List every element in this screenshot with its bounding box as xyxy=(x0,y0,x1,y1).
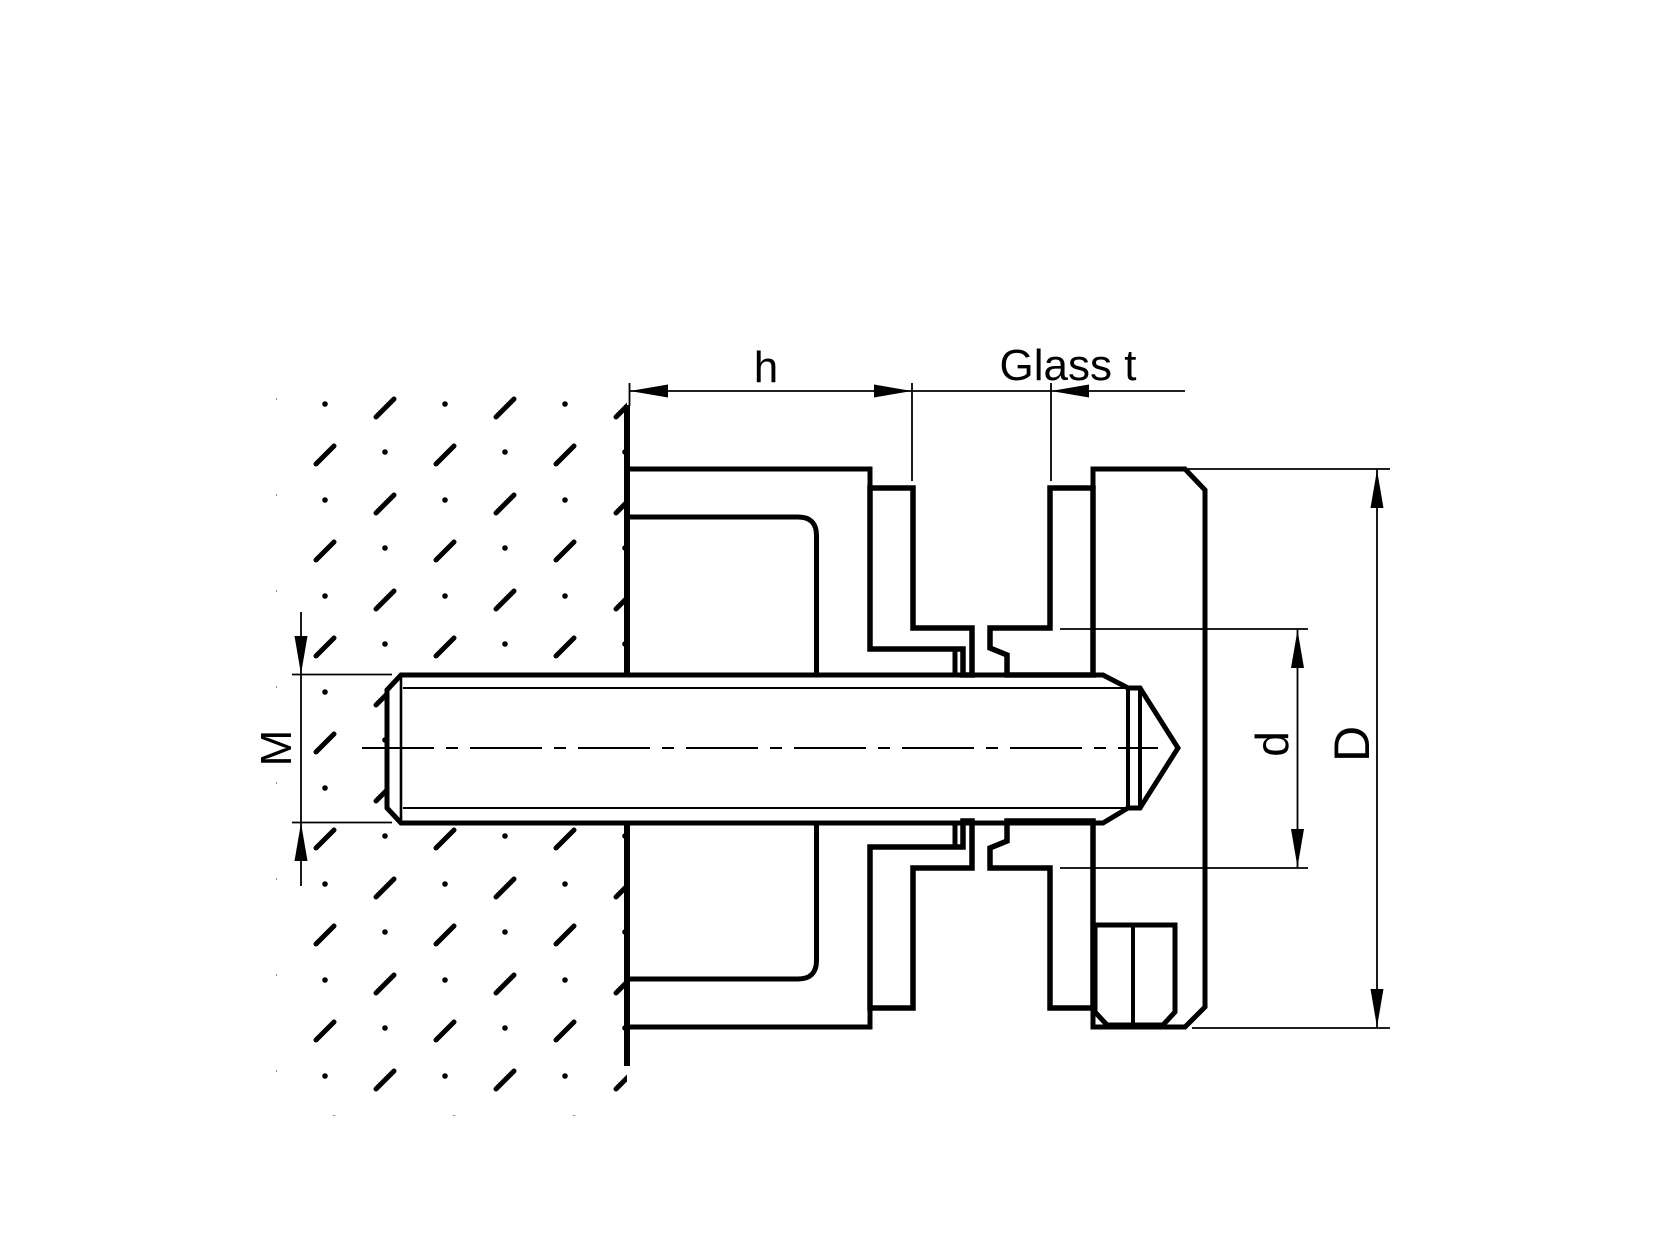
arrowhead-left-icon xyxy=(630,384,668,398)
dim-label-glass-t: Glass t xyxy=(1000,341,1137,390)
dim-label-D: D xyxy=(1324,726,1380,762)
arrowhead-right-icon xyxy=(874,384,912,398)
gasket-right-lower xyxy=(987,818,1096,1011)
arrowhead-down-icon xyxy=(1370,989,1384,1027)
dimension-M: M xyxy=(252,612,392,886)
dim-label-d: d xyxy=(1246,731,1298,757)
arrowhead-up-icon xyxy=(1291,630,1304,668)
gasket-left-upper xyxy=(867,485,975,678)
cap-disc-section xyxy=(1090,466,1208,1030)
dimension-h: h Glass t xyxy=(628,341,1185,481)
dim-label-h: h xyxy=(754,343,778,392)
cap-disc xyxy=(1090,466,1208,1030)
gasket-left-lower xyxy=(867,818,975,1011)
dimension-d: d xyxy=(1060,628,1308,869)
arrowhead-down-icon xyxy=(294,636,308,674)
arrowhead-down-icon xyxy=(1291,829,1304,867)
set-screw xyxy=(1092,922,1178,1028)
dim-label-M: M xyxy=(252,730,301,767)
threaded-stud xyxy=(384,672,1181,826)
adapter-body-upper-section xyxy=(624,466,958,678)
arrowhead-up-icon xyxy=(1370,470,1384,508)
arrowhead-glass-t-icon xyxy=(1051,384,1089,398)
stud-outline xyxy=(384,672,1181,826)
dimension-D: D xyxy=(1188,468,1390,1029)
gasket-right-upper xyxy=(987,485,1096,678)
adapter-body-lower-section xyxy=(624,818,958,1030)
arrowhead-up-icon xyxy=(294,823,308,861)
